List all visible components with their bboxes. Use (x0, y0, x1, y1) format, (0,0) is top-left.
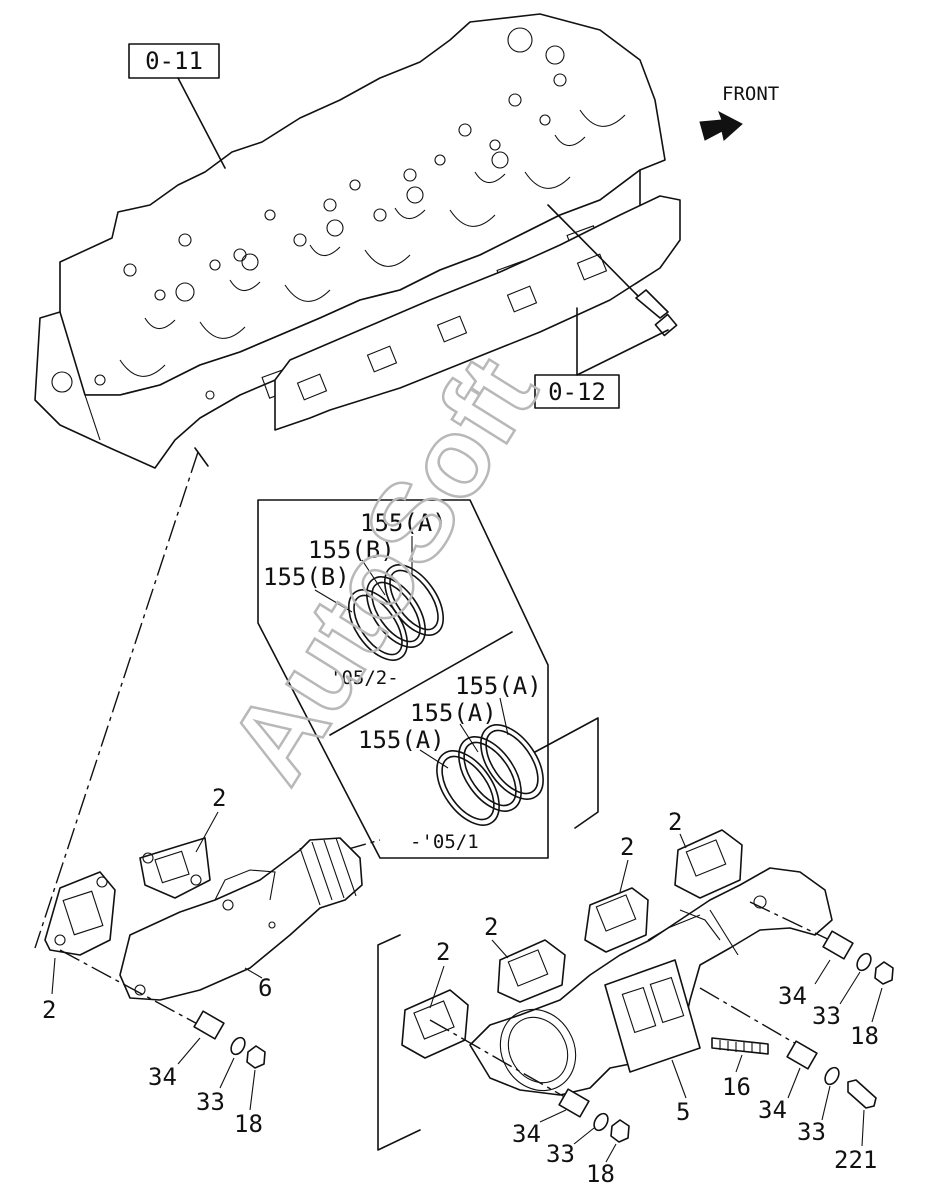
front-manifold-label: 6 (258, 974, 272, 1002)
rear-washer-33-upper (856, 952, 872, 972)
front-manifold-group: 2 2 6 34 33 18 (42, 784, 363, 1138)
ring-label-lower-a2: 155(A) (410, 699, 497, 727)
rear-manifold-group: 2 2 2 2 5 16 34 33 18 34 (377, 808, 894, 1188)
rear-stud-16 (711, 1037, 769, 1055)
ring-label-lower-a1: 155(A) (455, 672, 542, 700)
exhaust-gasket-strip (274, 195, 681, 431)
rear-hw-upper-label-18: 18 (850, 1022, 879, 1050)
front-gasket-label-upper: 2 (212, 784, 226, 812)
rear-manifold-label: 5 (676, 1098, 690, 1126)
front-washer-33 (230, 1036, 246, 1056)
front-label: FRONT (722, 83, 779, 105)
head-bolt (547, 204, 678, 337)
rear-nut-18-center (610, 1119, 630, 1143)
rear-hw-upper-label-34: 34 (778, 982, 807, 1010)
seal-rings-upper (348, 564, 444, 661)
rear-hw-upper-label-33: 33 (812, 1002, 841, 1030)
rear-gasket-label-2: 2 (620, 833, 634, 861)
seal-rings-lower (436, 724, 544, 826)
ring-label-upper-a: 155(A) (360, 509, 447, 537)
rear-nut-18-upper (874, 961, 894, 985)
leader-front-hardware (59, 949, 206, 1029)
ref-head-label: 0-11 (145, 47, 203, 75)
rear-gasket-1 (674, 829, 743, 899)
rear-stud-221 (847, 1079, 877, 1109)
date-label-lower: -'05/1 (410, 831, 479, 853)
rear-hw-lower-label-221: 221 (834, 1146, 877, 1174)
front-hw-label-33: 33 (196, 1088, 225, 1116)
rear-hw-center-label-34: 34 (512, 1120, 541, 1148)
rear-spacer-34-lower (786, 1040, 818, 1070)
rear-gasket-4 (401, 989, 469, 1059)
rear-gasket-label-1: 2 (668, 808, 682, 836)
rear-spacer-34-upper (822, 930, 854, 960)
rear-hw-center-label-18: 18 (586, 1160, 615, 1188)
date-label-upper: '05/2- (330, 667, 399, 689)
ring-label-upper-b1: 155(B) (308, 536, 395, 564)
seal-ring-detail: 155(A) 155(B) 155(B) '05/2- 155(A) 155(A… (257, 499, 599, 859)
leader-rear-center (429, 1019, 571, 1101)
rear-washer-33-center (593, 1112, 609, 1132)
rear-hw-lower-label-33: 33 (797, 1118, 826, 1146)
ref-gasket-label: 0-12 (548, 378, 606, 406)
front-hw-label-34: 34 (148, 1063, 177, 1091)
leader-rear-lower (699, 987, 811, 1053)
front-hw-label-18: 18 (234, 1110, 263, 1138)
reference-box-head: 0-11 (128, 43, 226, 169)
ring-label-lower-a3: 155(A) (358, 726, 445, 754)
rear-stud-label: 16 (722, 1073, 751, 1101)
front-gasket-lower (44, 871, 116, 956)
front-manifold (119, 837, 363, 1001)
rear-washer-33-lower (824, 1066, 840, 1086)
front-arrow-icon (699, 110, 743, 141)
rear-gasket-3 (497, 939, 566, 1003)
rear-gasket-label-3: 2 (484, 913, 498, 941)
rear-hw-center-label-33: 33 (546, 1140, 575, 1168)
front-gasket-upper (139, 837, 211, 899)
ring-label-upper-b2: 155(B) (263, 563, 350, 591)
leader-rear-upper (749, 901, 841, 946)
rear-gasket-label-4: 2 (436, 938, 450, 966)
rear-spacer-34-center (558, 1088, 590, 1118)
rear-gasket-2 (584, 887, 649, 953)
front-spacer-34 (193, 1010, 225, 1040)
front-gasket-label-lower: 2 (42, 996, 56, 1024)
front-nut-18 (246, 1045, 266, 1069)
rear-hw-lower-label-34: 34 (758, 1096, 787, 1124)
reference-box-gasket: 0-12 (534, 307, 669, 409)
front-indicator: FRONT (699, 83, 779, 141)
leader-front (34, 451, 199, 949)
